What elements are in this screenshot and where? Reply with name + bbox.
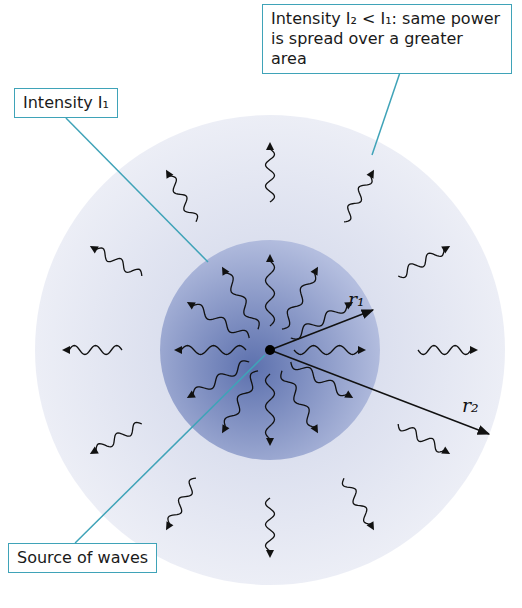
wave-arrowhead xyxy=(367,521,374,530)
wave-arrowhead xyxy=(166,521,173,530)
wave-arrowhead xyxy=(344,391,353,398)
wave-squiggle xyxy=(169,175,198,222)
wave-squiggle xyxy=(344,175,372,222)
wave-arrowhead xyxy=(311,267,318,276)
source-dot xyxy=(265,345,275,355)
leader-line xyxy=(372,74,400,155)
wave-arrowhead xyxy=(266,142,274,150)
wave-squiggle xyxy=(68,346,122,355)
wave-squiggle xyxy=(294,346,360,355)
callout-box: Source of waves xyxy=(8,543,157,573)
wave-arrowhead xyxy=(358,346,366,354)
wave-arrowhead xyxy=(62,346,70,354)
wave-arrowhead xyxy=(166,170,173,179)
wave-arrows xyxy=(62,142,478,558)
wave-squiggle xyxy=(266,498,275,552)
wave-arrowhead xyxy=(222,424,229,433)
leader-line xyxy=(75,355,265,543)
wave-squiggle xyxy=(95,422,142,451)
wave-squiggle xyxy=(192,304,249,338)
wave-squiggle xyxy=(266,148,275,202)
wave-squiggle xyxy=(95,248,142,276)
radius-arrow xyxy=(270,350,489,434)
callout-box: Intensity I₁ xyxy=(14,88,118,118)
wave-arrowhead xyxy=(266,438,274,446)
wave-squiggle xyxy=(398,424,445,452)
outer-sphere xyxy=(35,115,505,585)
callout-text: Source of waves xyxy=(17,548,148,568)
wave-arrowhead xyxy=(266,254,274,262)
wave-arrowhead xyxy=(187,391,196,398)
wave-squiggle xyxy=(281,371,315,428)
wave-squiggle xyxy=(192,361,249,395)
wave-squiggle xyxy=(291,362,348,396)
wave-squiggle xyxy=(282,272,316,329)
wave-squiggle xyxy=(342,478,371,525)
radius-arrow xyxy=(270,310,373,350)
wave-arrowhead xyxy=(311,424,318,433)
wave-arrowhead xyxy=(90,246,99,253)
wave-squiggle xyxy=(225,272,259,329)
radius-label: r₁ xyxy=(348,288,365,310)
callout-box: Intensity I₂ < I₁: same power is spread … xyxy=(262,4,512,74)
wave-squiggle xyxy=(398,249,445,278)
wave-squiggle xyxy=(291,305,348,339)
wave-arrowhead xyxy=(441,447,450,454)
wave-squiggle xyxy=(418,346,472,355)
callout-text: Intensity I₁ xyxy=(23,93,109,113)
callout-text: Intensity I₂ < I₁: same power is spread … xyxy=(271,9,503,69)
wave-arrowhead xyxy=(470,346,478,354)
wave-squiggle xyxy=(168,478,196,525)
wave-squiggle xyxy=(180,346,246,355)
wave-squiggle xyxy=(266,260,275,326)
wave-arrowhead xyxy=(222,267,229,276)
leader-line xyxy=(66,118,208,262)
wave-arrowhead xyxy=(266,550,274,558)
wave-arrowhead xyxy=(187,302,196,309)
wave-arrowhead xyxy=(90,447,99,454)
wave-arrowhead xyxy=(441,246,450,253)
wave-squiggle xyxy=(266,374,275,440)
radius-label: r₂ xyxy=(462,394,479,416)
wave-arrowhead xyxy=(367,170,374,179)
wave-arrowhead xyxy=(174,346,182,354)
